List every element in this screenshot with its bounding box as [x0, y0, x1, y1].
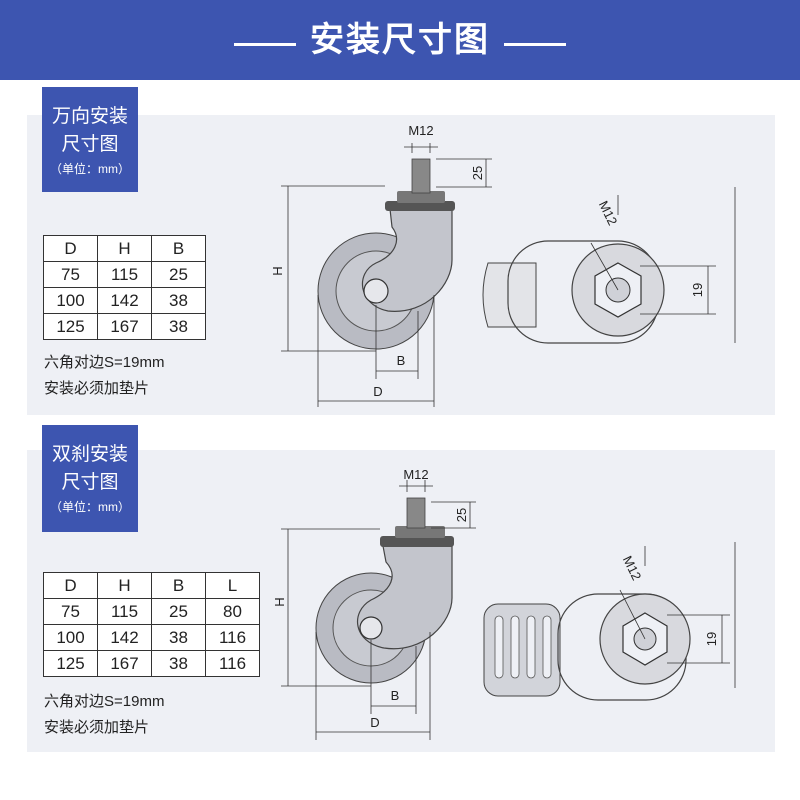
- table-header-cell: H: [97, 235, 152, 262]
- table-header-cell: D: [43, 235, 98, 262]
- table-cell: 115: [97, 261, 152, 288]
- table-cell: 142: [97, 624, 152, 651]
- table-row: 100 142 38 116: [43, 624, 260, 651]
- table-row: 125 167 38: [43, 313, 206, 340]
- table-cell: 167: [97, 313, 152, 340]
- section-label-line1: 双刹安装: [51, 444, 128, 465]
- table-cell: 25: [151, 598, 206, 625]
- swivel-dimension-table: D H B 75 115 25 100 142 38 125 167 38: [43, 235, 206, 340]
- table-cell: 115: [97, 598, 152, 625]
- table-header-row: D H B L: [43, 572, 260, 599]
- table-cell: 75: [43, 598, 98, 625]
- header-banner: 安装尺寸图: [0, 0, 800, 80]
- table-header-row: D H B: [43, 235, 206, 262]
- table-cell: 125: [43, 313, 98, 340]
- table-header-cell: B: [151, 572, 206, 599]
- table-header-cell: D: [43, 572, 98, 599]
- table-row: 125 167 38 116: [43, 650, 260, 677]
- table-row: 100 142 38: [43, 287, 206, 314]
- table-cell: 38: [151, 650, 206, 677]
- washer-note: 安装必须加垫片: [44, 719, 150, 736]
- table-row: 75 115 25 80: [43, 598, 260, 625]
- header-right-rule: [504, 43, 566, 46]
- table-cell: 38: [151, 313, 206, 340]
- table-cell: 100: [43, 624, 98, 651]
- hex-note: 六角对边S=19mm: [44, 693, 165, 710]
- table-cell: 80: [205, 598, 260, 625]
- section-label-line1: 万向安装: [51, 106, 128, 127]
- brake-section-label: 双刹安装 尺寸图 （单位：mm）: [42, 425, 138, 532]
- hex-note: 六角对边S=19mm: [44, 354, 165, 371]
- table-row: 75 115 25: [43, 261, 206, 288]
- table-header-cell: B: [151, 235, 206, 262]
- table-header-cell: H: [97, 572, 152, 599]
- table-cell: 116: [205, 650, 260, 677]
- swivel-section-label: 万向安装 尺寸图 （单位：mm）: [42, 87, 138, 192]
- table-cell: 142: [97, 287, 152, 314]
- section-label-line2: 尺寸图: [61, 134, 119, 155]
- table-cell: 167: [97, 650, 152, 677]
- table-cell: 25: [151, 261, 206, 288]
- section-label-unit: （单位：mm）: [50, 500, 130, 514]
- table-cell: 75: [43, 261, 98, 288]
- table-cell: 125: [43, 650, 98, 677]
- table-header-cell: L: [205, 572, 260, 599]
- washer-note: 安装必须加垫片: [44, 380, 150, 397]
- section-label-unit: （单位：mm）: [50, 162, 130, 176]
- header-left-rule: [234, 43, 296, 46]
- table-cell: 116: [205, 624, 260, 651]
- section-label-line2: 尺寸图: [61, 472, 119, 493]
- table-cell: 38: [151, 624, 206, 651]
- page-title: 安装尺寸图: [310, 21, 490, 59]
- table-cell: 100: [43, 287, 98, 314]
- brake-dimension-table: D H B L 75 115 25 80 100 142 38 116 125 …: [43, 572, 260, 677]
- table-cell: 38: [151, 287, 206, 314]
